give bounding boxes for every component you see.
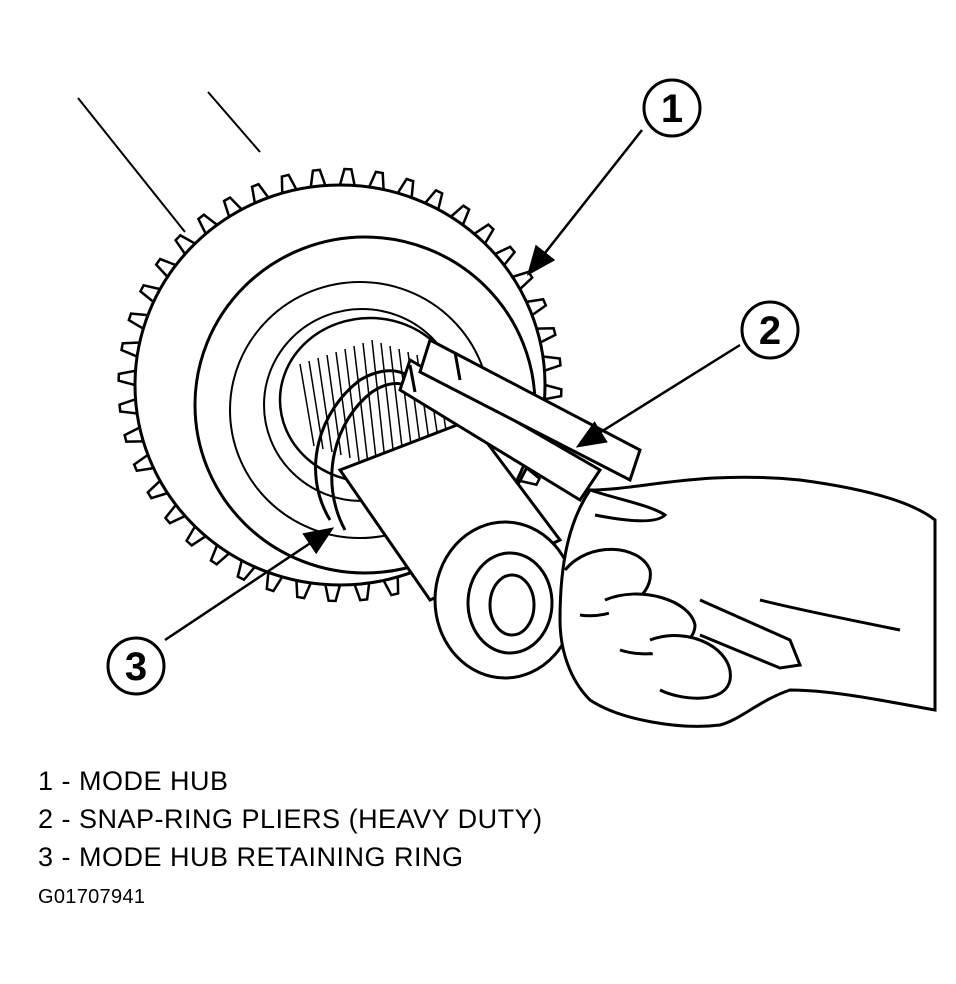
spline-line bbox=[353, 345, 369, 465]
gear-tooth bbox=[250, 182, 270, 204]
gear-tooth bbox=[280, 173, 298, 194]
hand bbox=[558, 475, 937, 728]
gear-tooth bbox=[236, 560, 256, 582]
gear-tooth bbox=[368, 170, 385, 190]
spline-line bbox=[317, 357, 333, 453]
gear-tooth bbox=[542, 355, 562, 372]
spline-line bbox=[362, 342, 378, 468]
gear-tooth bbox=[163, 504, 186, 525]
gear-tooth bbox=[544, 383, 563, 401]
callout-number-1: 1 bbox=[661, 87, 683, 131]
spline-line bbox=[344, 348, 360, 462]
gear-tooth bbox=[117, 369, 136, 387]
gear-tooth bbox=[132, 453, 154, 473]
gear-tooth bbox=[396, 177, 415, 198]
spline-line bbox=[299, 363, 315, 447]
gear-tooth bbox=[154, 257, 177, 278]
spline-line bbox=[380, 342, 396, 468]
callout-circle-1 bbox=[642, 78, 702, 138]
gear-tooth bbox=[120, 341, 140, 358]
callout-2: 2 bbox=[740, 300, 800, 360]
gear-tooth bbox=[123, 426, 144, 443]
mode-hub-illustration: 1 2 3 bbox=[77, 78, 937, 728]
legend-item-3: 3 - MODE HUB RETAINING RING bbox=[38, 842, 464, 872]
callout-number-2: 2 bbox=[759, 309, 781, 353]
gear-tooth bbox=[338, 167, 356, 186]
leader-3 bbox=[164, 527, 335, 642]
spline-line bbox=[389, 345, 405, 465]
leader-1 bbox=[526, 129, 643, 276]
gear-tooth bbox=[118, 398, 138, 415]
gear-tooth bbox=[209, 544, 230, 566]
gear-tooth bbox=[146, 479, 168, 500]
spline-line bbox=[371, 339, 387, 471]
spline-line bbox=[335, 351, 351, 459]
gear-tooth bbox=[494, 245, 517, 266]
gear-tooth bbox=[424, 188, 444, 210]
gear-tooth bbox=[265, 572, 284, 593]
retaining-ring bbox=[314, 369, 414, 531]
callout-circle-2 bbox=[740, 300, 800, 360]
gear-tooth bbox=[526, 297, 548, 317]
figure-id: G01707941 bbox=[38, 886, 146, 908]
gear-tooth bbox=[127, 312, 149, 330]
gear-tooth bbox=[519, 467, 542, 487]
callout-1: 1 bbox=[642, 78, 702, 138]
gear-tooth bbox=[174, 233, 196, 255]
gear-tooth bbox=[196, 213, 218, 235]
gear-tooth bbox=[450, 204, 471, 226]
gear-tooth bbox=[295, 580, 312, 600]
callout-number-3: 3 bbox=[125, 645, 147, 689]
gear-tooth bbox=[536, 327, 557, 344]
gear-tooth bbox=[324, 584, 342, 603]
gear-tooth bbox=[353, 582, 371, 602]
output-shaft bbox=[337, 418, 577, 680]
gear-tooth bbox=[382, 576, 400, 597]
gear-tooth bbox=[222, 195, 243, 218]
callout-3: 3 bbox=[106, 636, 166, 696]
gear-tooth bbox=[473, 223, 495, 245]
legend-item-1: 1 - MODE HUB bbox=[38, 766, 229, 796]
gear-tooth bbox=[185, 525, 207, 547]
shaft-lines bbox=[77, 91, 261, 233]
gear-tooth bbox=[309, 168, 327, 188]
legend-item-2: 2 - SNAP-RING PLIERS (HEAVY DUTY) bbox=[38, 804, 543, 834]
legend: 1 - MODE HUB 2 - SNAP-RING PLIERS (HEAVY… bbox=[38, 762, 543, 876]
leader-lines bbox=[164, 129, 741, 642]
leader-2 bbox=[575, 343, 741, 448]
gear-tooth bbox=[138, 283, 161, 303]
callout-circle-3 bbox=[106, 636, 166, 696]
